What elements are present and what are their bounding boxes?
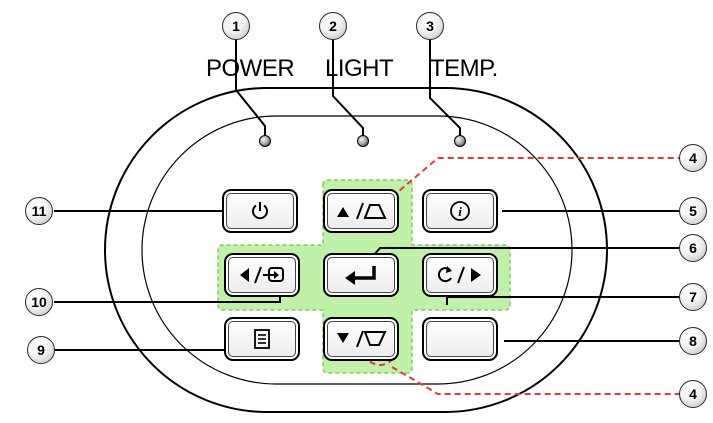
light-indicator-label: LIGHT [325,55,394,82]
svg-text:i: i [458,204,462,219]
keystone-down-button[interactable] [323,317,399,361]
left-arrow-source-icon [240,266,284,284]
callout-6: 6 [679,234,707,262]
callout-10: 10 [25,288,53,316]
callout-8: 8 [679,327,707,355]
leader-2 [332,38,364,138]
callout-11: 11 [25,197,53,225]
down-arrow-keystone-icon [337,330,387,348]
power-icon [252,202,268,220]
power-indicator-label: POWER [206,55,295,82]
leader-3 [429,38,461,138]
enter-icon [345,266,376,285]
leader-4-top [391,157,680,198]
callout-3: 3 [416,12,444,40]
leader-10 [54,297,281,303]
info-icon: i [450,201,470,221]
leader-4-bottom [391,366,680,395]
enter-button[interactable] [323,253,399,297]
leader-7 [446,296,680,305]
callout-4-bottom: 4 [679,380,707,408]
temp-led [454,135,466,147]
power-led [259,135,271,147]
blank-button[interactable] [422,317,498,361]
callout-7: 7 [679,283,707,311]
callout-2: 2 [319,12,347,40]
leader-lines [54,38,680,351]
resync-right-arrow-icon [437,266,481,284]
callout-5: 5 [679,197,707,225]
menu-button[interactable] [224,317,300,361]
menu-icon [254,329,270,349]
info-button[interactable]: i [422,189,498,233]
light-led [357,135,369,147]
callout-9: 9 [27,336,55,364]
callout-1: 1 [222,12,250,40]
temp-indicator-label: TEMP. [430,55,498,82]
power-button[interactable] [222,189,298,233]
source-left-button[interactable] [224,253,300,297]
resync-right-button[interactable] [422,253,498,297]
leader-1 [235,38,266,138]
callout-4-top: 4 [679,144,707,172]
keystone-up-button[interactable] [323,189,399,233]
up-arrow-keystone-icon [337,202,387,220]
